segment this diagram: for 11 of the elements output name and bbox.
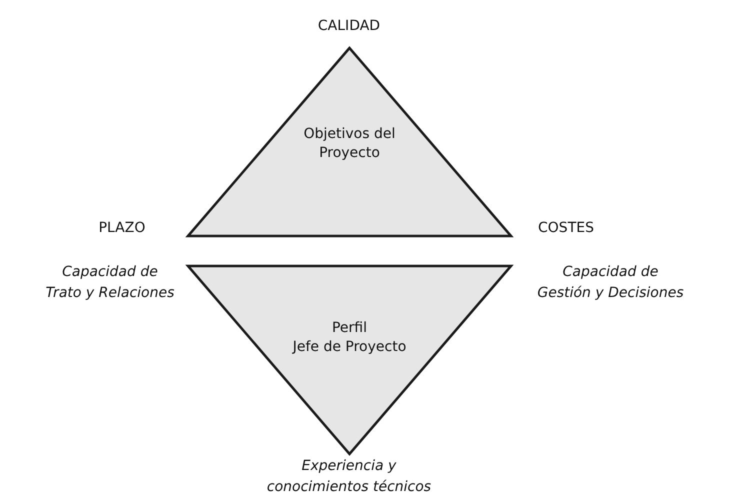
triangle-label: Jefe de Proyecto	[291, 338, 408, 357]
vertex-label: PLAZO	[98, 219, 146, 238]
triangle-label: Perfil	[330, 319, 368, 338]
vertex-label: CALIDAD	[316, 17, 382, 36]
italic-caption: Capacidad de Trato y Relaciones	[44, 263, 176, 303]
italic-caption: Capacidad de Gestión y Decisiones	[536, 263, 685, 303]
vertex-label: COSTES	[537, 219, 595, 238]
triangle-shape	[187, 47, 512, 237]
italic-caption: Experiencia y conocimientos técnicos	[266, 457, 432, 497]
triangle-label: Objetivos del Proyecto	[302, 125, 396, 163]
triangle-shape	[187, 265, 512, 455]
